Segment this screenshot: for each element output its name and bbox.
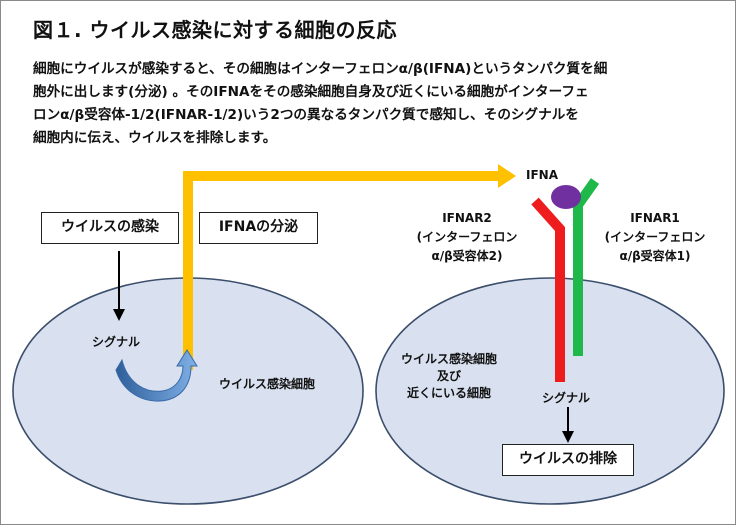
ifna-molecule bbox=[551, 185, 581, 209]
ifnar2-desc-line1: (インターフェロン bbox=[416, 230, 518, 244]
ifnar2-receptor bbox=[531, 197, 565, 382]
description-line: ロンα/β受容体-1/2(IFNAR-1/2)いう2つの異なるタンパク質で感知し… bbox=[33, 107, 579, 123]
right-cell-label-line2: 及び bbox=[436, 369, 461, 383]
left-signal-label: シグナル bbox=[92, 335, 141, 349]
infection-signal-arrowhead bbox=[113, 309, 125, 321]
right-cell-label-line3: 近くにいる細胞 bbox=[406, 386, 491, 400]
ifnar1-desc-line1: (インターフェロン bbox=[604, 230, 706, 244]
description-line: 胞外に出します(分泌) 。そのIFNAをその感染細胞自身及び近くにいる細胞がイン… bbox=[33, 84, 589, 100]
virus-exclusion-box: ウイルスの排除 bbox=[502, 444, 634, 476]
secretion-arrow bbox=[183, 171, 500, 370]
ifnar2-label: IFNAR2 (インターフェロン α/β受容体2) bbox=[412, 209, 522, 266]
ifnar2-desc-line2: α/β受容体2) bbox=[431, 249, 503, 263]
ifna-label: IFNA bbox=[526, 168, 558, 182]
infected-cell-label: ウイルス感染細胞 bbox=[219, 377, 316, 391]
description-text: 細胞にウイルスが感染すると、その細胞はインターフェロンα/β(IFNA)というタ… bbox=[33, 58, 713, 150]
right-cell-label: ウイルス感染細胞 及び 近くにいる細胞 bbox=[388, 351, 510, 402]
ifnar1-name: IFNAR1 bbox=[630, 211, 680, 225]
secretion-box: IFNAの分泌 bbox=[199, 212, 318, 244]
right-signal-label: シグナル bbox=[542, 391, 591, 405]
right-cell-label-line1: ウイルス感染細胞 bbox=[400, 352, 497, 366]
ifnar1-desc-line2: α/β受容体1) bbox=[619, 249, 691, 263]
secretion-arrowhead bbox=[498, 164, 516, 188]
figure-title: 図１. ウイルス感染に対する細胞の反応 bbox=[33, 18, 398, 42]
infection-box: ウイルスの感染 bbox=[41, 212, 179, 244]
exclusion-signal-arrowhead bbox=[562, 431, 574, 443]
ifnar1-label: IFNAR1 (インターフェロン α/β受容体1) bbox=[600, 209, 710, 266]
description-line: 細胞内に伝え、ウイルスを排除します。 bbox=[33, 130, 277, 146]
ifnar2-name: IFNAR2 bbox=[442, 211, 492, 225]
right-cell bbox=[375, 277, 725, 505]
curved-arrow bbox=[115, 349, 198, 402]
ifnar1-receptor bbox=[573, 178, 600, 356]
description-line: 細胞にウイルスが感染すると、その細胞はインターフェロンα/β(IFNA)というタ… bbox=[33, 61, 608, 77]
